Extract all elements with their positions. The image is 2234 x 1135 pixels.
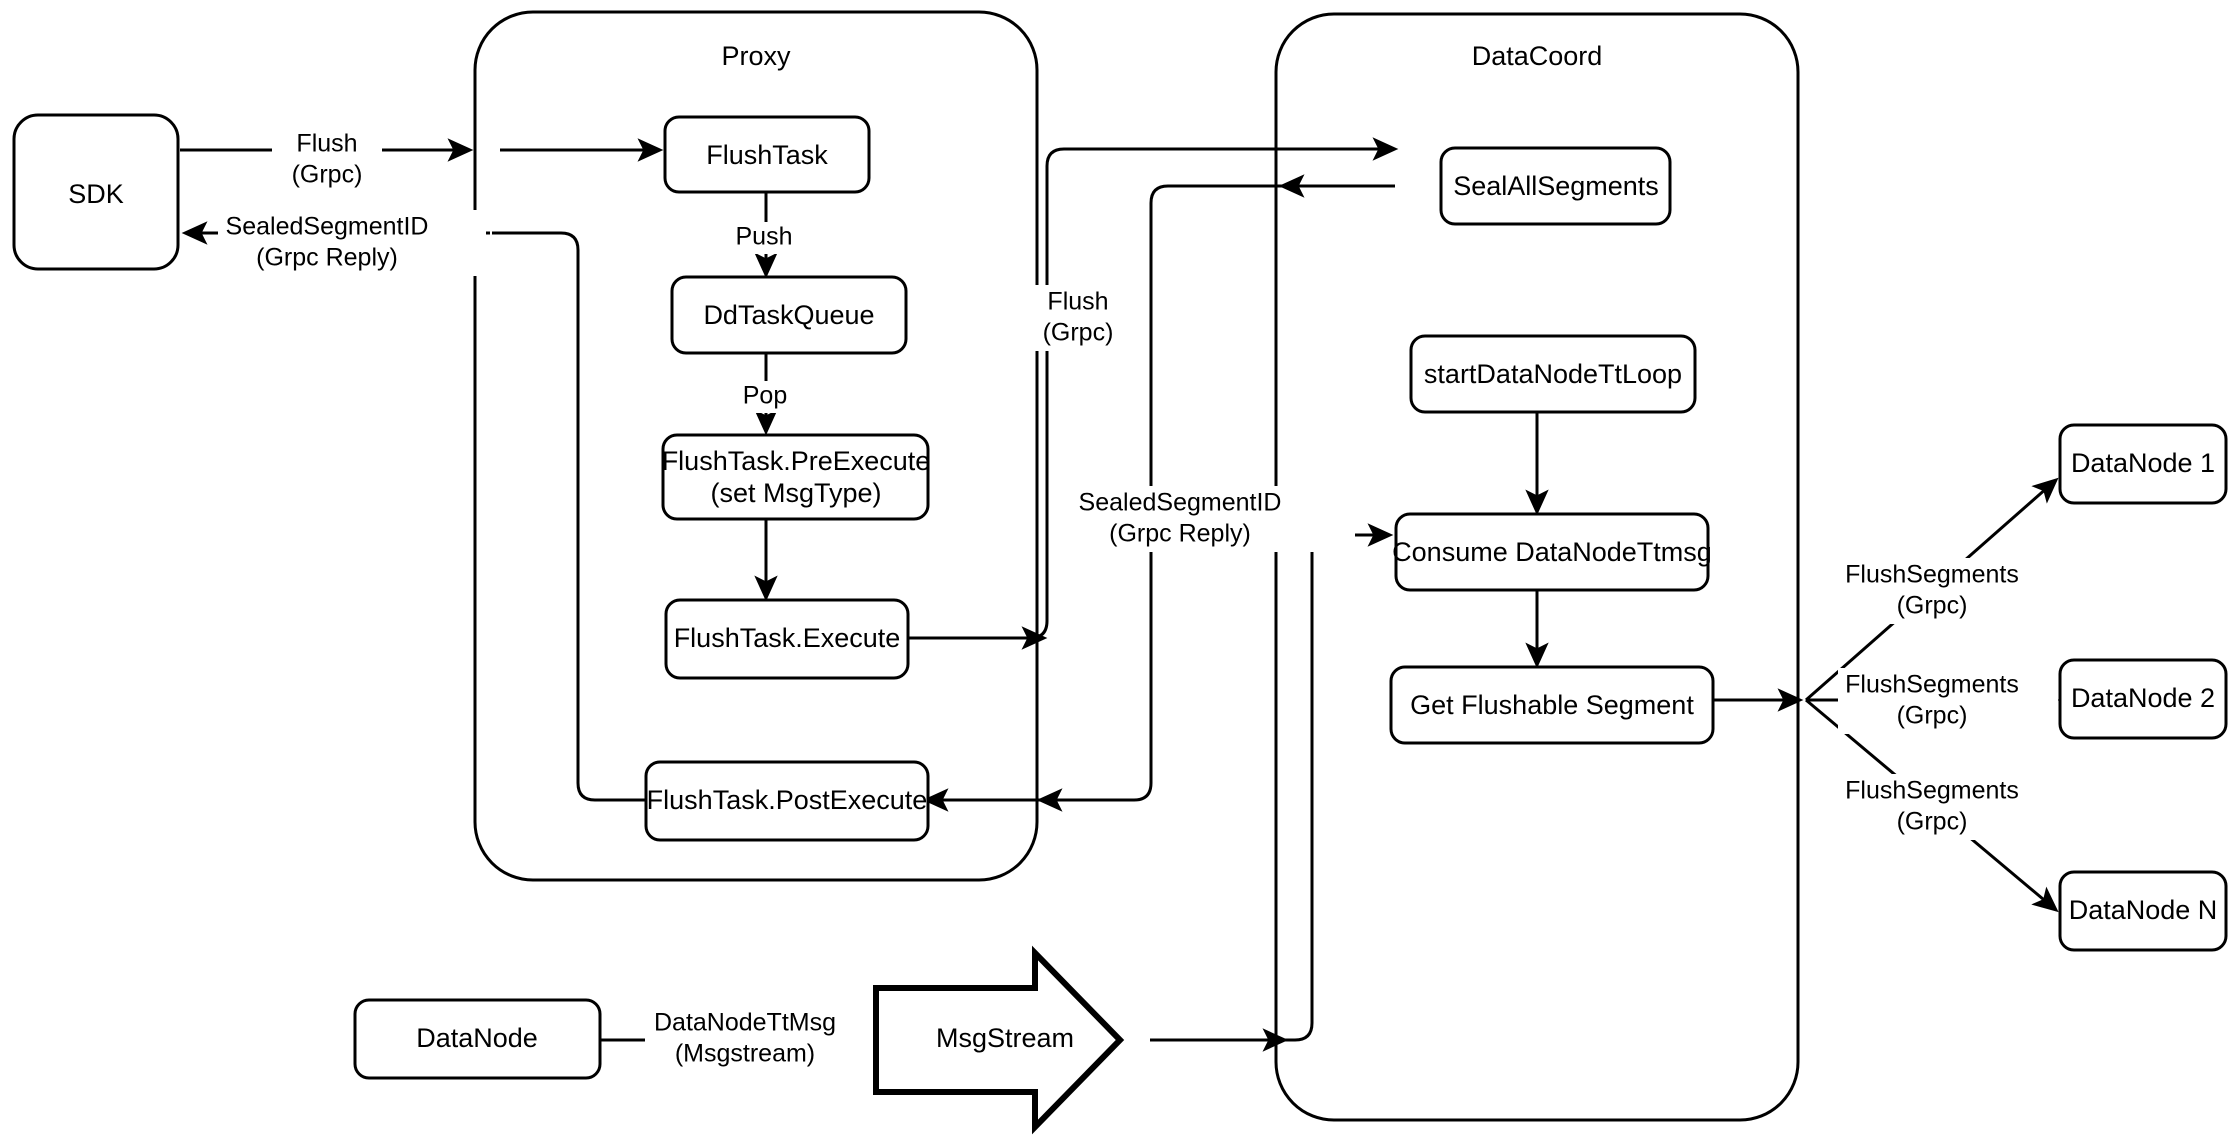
node-datanode-n[interactable]: DataNode N: [2058, 870, 2228, 952]
node-datanode-source[interactable]: DataNode: [353, 998, 602, 1080]
edge-label-flushsegments-n-line2: (Grpc): [1897, 808, 1968, 836]
flushtask-preexecute-label-line2: (set MsgType): [710, 478, 881, 508]
edge-label-flushsegments-2: FlushSegments (Grpc): [1838, 668, 2058, 734]
node-sealallsegments[interactable]: SealAllSegments: [1439, 146, 1672, 226]
edge-label-sdk-to-proxy-line2: (Grpc): [292, 161, 363, 189]
msgstream-arrow-shape[interactable]: [873, 945, 1125, 1135]
edge-label-proxy-to-sdk: SealedSegmentID (Grpc Reply): [218, 210, 486, 276]
datacoord-container-label: DataCoord: [1472, 41, 1603, 71]
startdatanodettloop-label: startDataNodeTtLoop: [1424, 359, 1682, 389]
node-flushtask[interactable]: FlushTask: [663, 115, 871, 194]
datanode-source-box[interactable]: [353, 998, 602, 1080]
edge-label-pop: Pop: [743, 382, 787, 410]
container-datacoord: DataCoord: [1274, 12, 1800, 1122]
datanode-source-label: DataNode: [416, 1023, 538, 1053]
node-startdatanodettloop[interactable]: startDataNodeTtLoop: [1409, 334, 1697, 414]
edge-label-datanode-to-msgstream-line1: DataNodeTtMsg: [654, 1009, 836, 1037]
consume-datanodettmsg-box[interactable]: [1394, 512, 1710, 592]
node-get-flushable-segment[interactable]: Get Flushable Segment: [1389, 665, 1715, 745]
ddtaskqueue-label: DdTaskQueue: [703, 300, 874, 330]
edge-label-datacoord-to-proxy-line2: (Grpc Reply): [1109, 520, 1251, 548]
edge-postexecute-to-sdk-reply: [492, 231, 645, 802]
node-sdk[interactable]: SDK: [12, 113, 180, 271]
container-proxy: Proxy: [473, 10, 1039, 882]
edge-label-proxy-to-sdk-line1: SealedSegmentID: [226, 213, 429, 241]
flushtask-preexecute-box[interactable]: [661, 433, 930, 521]
edge-label-flushsegments-n-line1: FlushSegments: [1845, 777, 2019, 805]
consume-datanodettmsg-label: Consume DataNodeTtmsg: [1392, 537, 1712, 567]
msgstream-label: MsgStream: [936, 1023, 1074, 1053]
sdk-label: SDK: [68, 179, 124, 209]
sealallsegments-box[interactable]: [1439, 146, 1672, 226]
edge-label-proxy-to-datacoord-line1: Flush: [1047, 288, 1108, 316]
datanode-1-box[interactable]: [2058, 423, 2228, 505]
edge-label-datacoord-to-proxy: SealedSegmentID (Grpc Reply): [1079, 486, 1355, 552]
edge-label-flushsegments-1-line1: FlushSegments: [1845, 561, 2019, 589]
node-ddtaskqueue[interactable]: DdTaskQueue: [670, 275, 908, 355]
edge-label-push: Push: [728, 222, 800, 254]
flushtask-execute-label: FlushTask.Execute: [674, 623, 901, 653]
edge-msgstream-to-consume: [1150, 523, 1394, 1042]
edge-label-flushsegments-2-line1: FlushSegments: [1845, 671, 2019, 699]
get-flushable-segment-label: Get Flushable Segment: [1410, 690, 1694, 720]
edge-label-push: Push: [736, 223, 793, 251]
datanode-1-label: DataNode 1: [2071, 448, 2215, 478]
edge-label-proxy-to-datacoord-line2: (Grpc): [1043, 319, 1114, 347]
edge-label-datacoord-to-proxy-line1: SealedSegmentID: [1079, 489, 1282, 517]
startdatanodettloop-box[interactable]: [1409, 334, 1697, 414]
node-flushtask-postexecute[interactable]: FlushTask.PostExecute: [644, 760, 930, 842]
edge-label-datanode-to-msgstream: DataNodeTtMsg (Msgstream): [645, 1006, 873, 1072]
proxy-container-label: Proxy: [721, 41, 791, 71]
datanode-n-label: DataNode N: [2069, 895, 2218, 925]
flushtask-postexecute-label: FlushTask.PostExecute: [647, 785, 928, 815]
edge-label-datanode-to-msgstream-line2: (Msgstream): [675, 1040, 815, 1068]
node-msgstream[interactable]: MsgStream: [873, 945, 1125, 1135]
node-datanode-2[interactable]: DataNode 2: [2058, 658, 2228, 740]
flushtask-preexecute-label-line1: FlushTask.PreExecute: [662, 446, 931, 476]
node-consume-datanodettmsg[interactable]: Consume DataNodeTtmsg: [1392, 512, 1712, 592]
flushtask-postexecute-box[interactable]: [644, 760, 930, 842]
edge-label-sdk-to-proxy-line1: Flush: [296, 130, 357, 158]
edge-label-flushsegments-n: FlushSegments (Grpc): [1838, 774, 2058, 840]
flushtask-label: FlushTask: [706, 140, 828, 170]
flushtask-execute-box[interactable]: [664, 598, 910, 680]
ddtaskqueue-box[interactable]: [670, 275, 908, 355]
edge-label-flushsegments-1: FlushSegments (Grpc): [1838, 558, 2058, 624]
datanode-2-box[interactable]: [2058, 658, 2228, 740]
proxy-container-border: [473, 10, 1039, 882]
sdk-box[interactable]: [12, 113, 180, 271]
edge-label-proxy-to-datacoord: Flush (Grpc): [1010, 285, 1113, 351]
sealallsegments-label: SealAllSegments: [1453, 171, 1659, 201]
edge-label-flushsegments-2-line2: (Grpc): [1897, 702, 1968, 730]
edge-label-sdk-to-proxy: Flush (Grpc): [272, 128, 382, 194]
get-flushable-segment-box[interactable]: [1389, 665, 1715, 745]
edge-label-flushsegments-1-line2: (Grpc): [1897, 592, 1968, 620]
node-flushtask-execute[interactable]: FlushTask.Execute: [664, 598, 910, 680]
datanode-n-box[interactable]: [2058, 870, 2228, 952]
node-datanode-1[interactable]: DataNode 1: [2058, 423, 2228, 505]
edge-label-pop: Pop: [734, 381, 796, 413]
node-flushtask-preexecute[interactable]: FlushTask.PreExecute (set MsgType): [661, 433, 931, 521]
datanode-2-label: DataNode 2: [2071, 683, 2215, 713]
flushtask-box[interactable]: [663, 115, 871, 194]
edge-label-proxy-to-sdk-line2: (Grpc Reply): [256, 244, 398, 272]
datacoord-container-border: [1274, 12, 1800, 1122]
